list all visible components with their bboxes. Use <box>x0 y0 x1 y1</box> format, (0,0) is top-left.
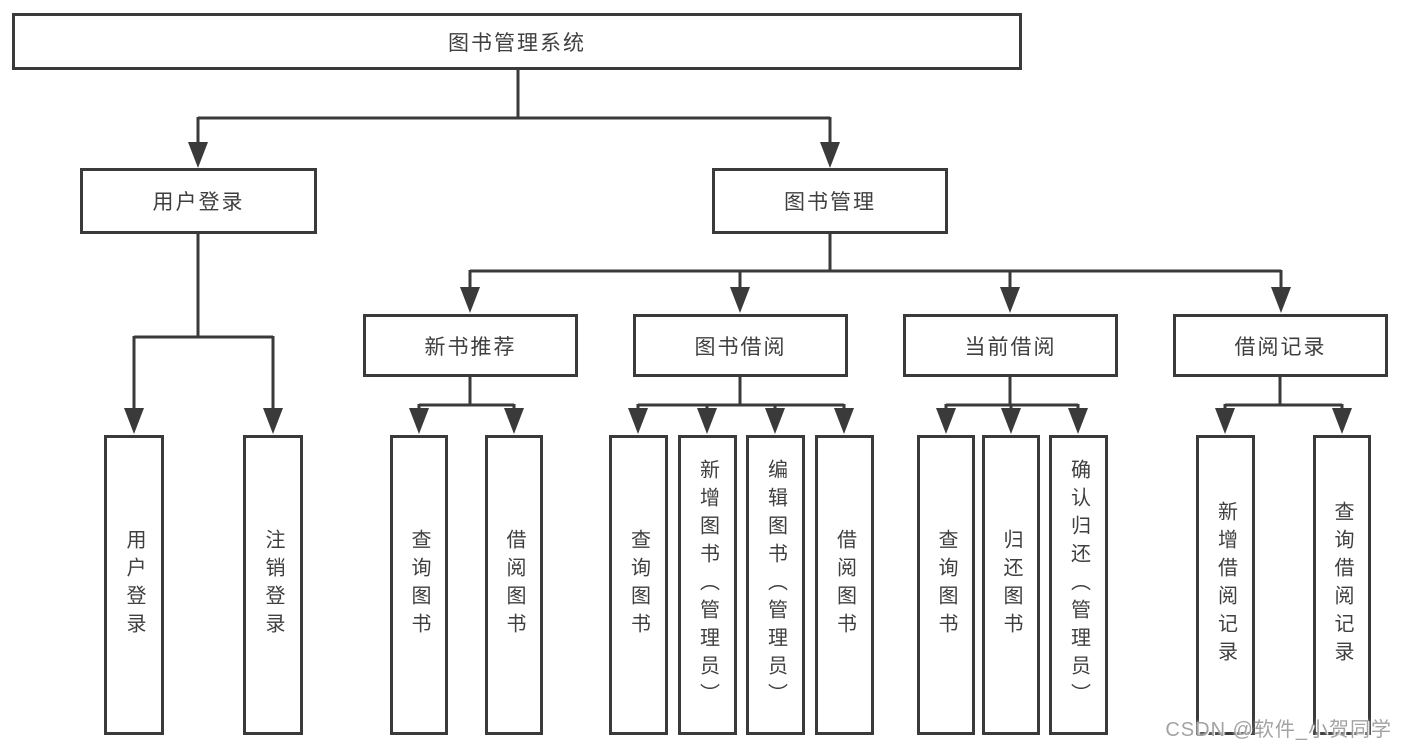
leaf-borrow-books-recommend: 借阅图书 <box>485 435 543 735</box>
leaf-query-books-current: 查询图书 <box>917 435 975 735</box>
node-root-system: 图书管理系统 <box>12 13 1022 70</box>
leaf-confirm-return-admin: 确认归还（管理员） <box>1049 435 1108 735</box>
node-book-borrow: 图书借阅 <box>633 314 848 377</box>
leaf-query-borrow-record: 查询借阅记录 <box>1313 435 1371 735</box>
node-user-login-branch: 用户登录 <box>80 168 317 234</box>
leaf-add-borrow-record: 新增借阅记录 <box>1196 435 1255 735</box>
node-book-management-branch: 图书管理 <box>712 168 948 234</box>
leaf-borrow-books: 借阅图书 <box>815 435 874 735</box>
leaf-logout: 注销登录 <box>243 435 303 735</box>
leaf-user-login: 用户登录 <box>104 435 164 735</box>
leaf-return-books: 归还图书 <box>982 435 1040 735</box>
node-new-book-recommend: 新书推荐 <box>363 314 578 377</box>
leaf-add-books-admin: 新增图书（管理员） <box>678 435 737 735</box>
node-borrow-records: 借阅记录 <box>1173 314 1388 377</box>
node-current-borrow: 当前借阅 <box>903 314 1118 377</box>
leaf-edit-books-admin: 编辑图书（管理员） <box>746 435 805 735</box>
csdn-watermark: CSDN @软件_小贺同学 <box>1165 719 1392 741</box>
leaf-query-books-recommend: 查询图书 <box>390 435 448 735</box>
leaf-query-books-borrow: 查询图书 <box>609 435 668 735</box>
